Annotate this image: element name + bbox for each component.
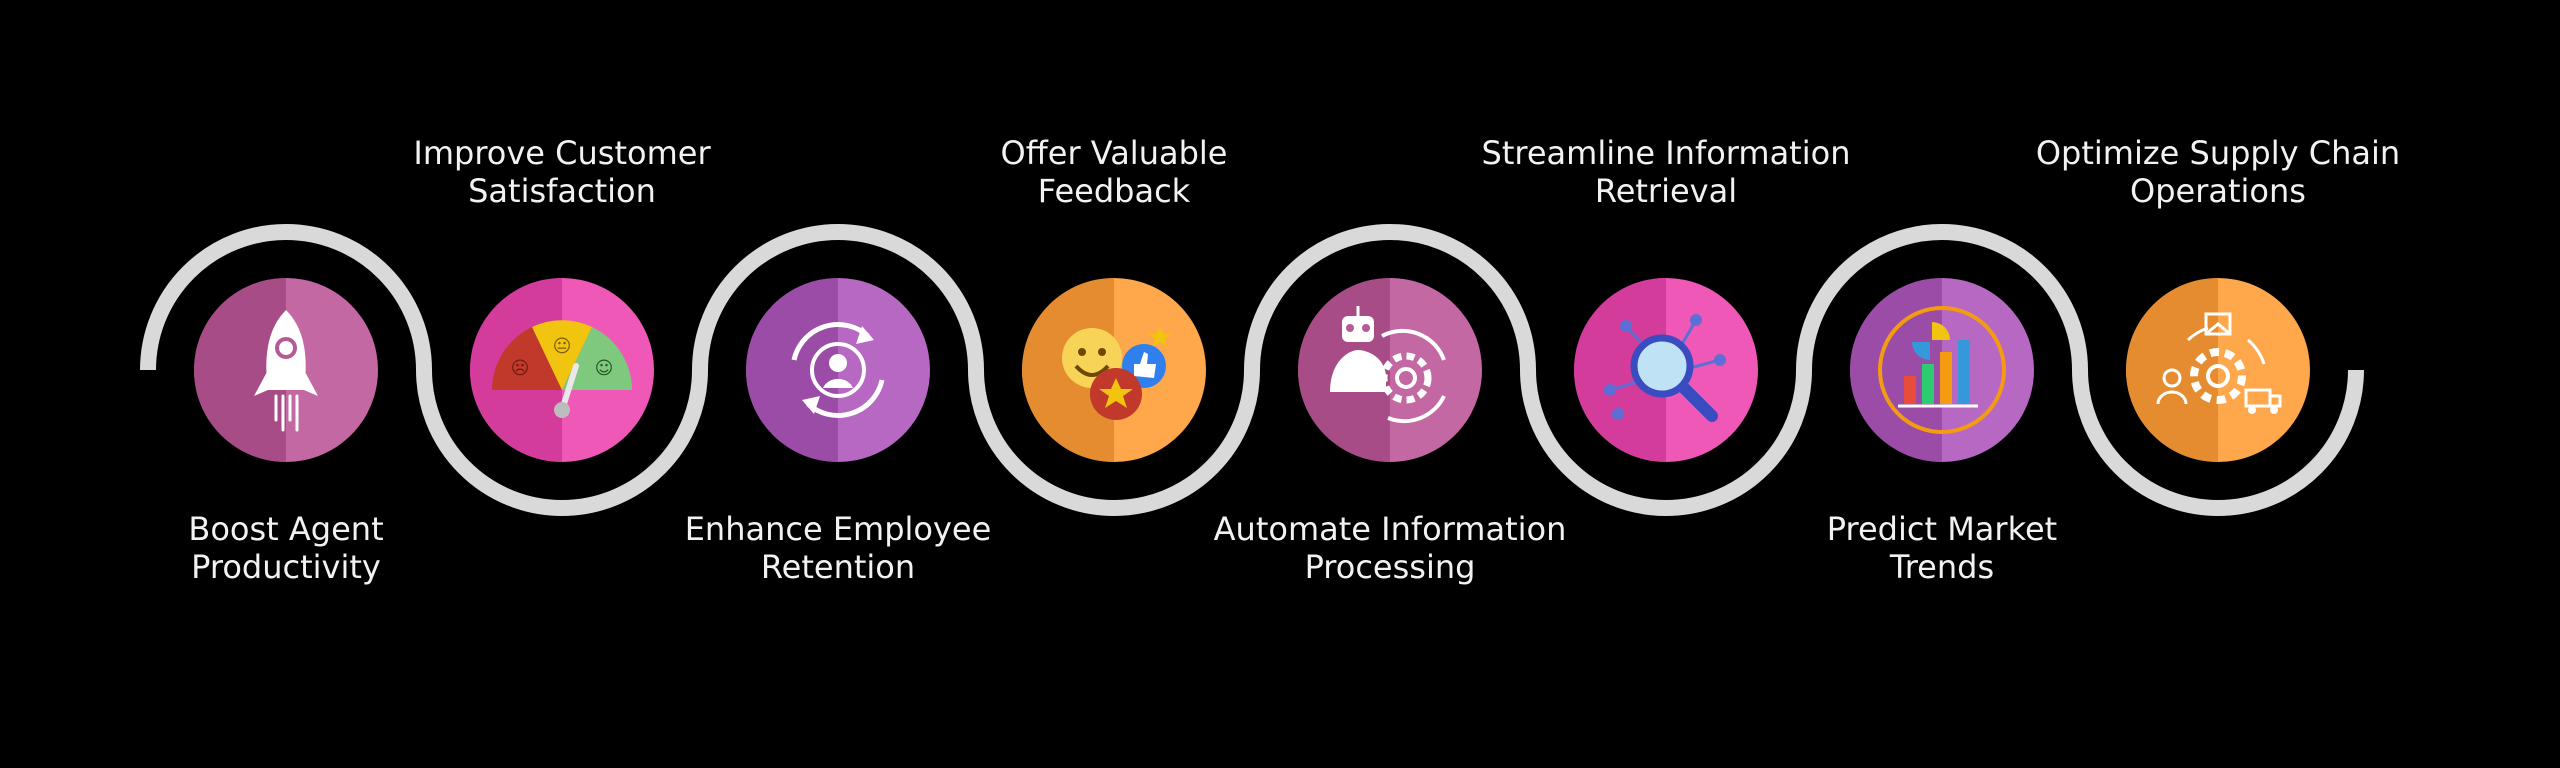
step-label-4: Offer Valuable Feedback <box>894 134 1334 210</box>
step-label-6: Streamline Information Retrieval <box>1446 134 1886 210</box>
step-circle-4 <box>1022 278 1206 462</box>
step-label-1: Boost Agent Productivity <box>66 510 506 586</box>
step-2-line1: Improve Customer <box>413 134 711 172</box>
step-8-line1: Optimize Supply Chain <box>2035 134 2401 172</box>
step-2-line2: Satisfaction <box>468 172 656 210</box>
employee-retention-icon <box>791 322 885 418</box>
svg-text:😐: 😐 <box>553 336 572 357</box>
market-trends-chart-icon <box>1878 306 2006 434</box>
step-circle-1 <box>194 278 378 462</box>
rocket-icon <box>254 310 318 432</box>
step-label-5: Automate Information Processing <box>1170 510 1610 586</box>
step-1-line1: Boost Agent <box>188 510 384 548</box>
search-network-icon <box>1604 314 1726 422</box>
step-4-line2: Feedback <box>1037 172 1191 210</box>
robot-automation-icon <box>1330 306 1446 424</box>
step-7-line2: Trends <box>1889 548 1995 586</box>
step-circle-6 <box>1574 278 1758 462</box>
step-circle-2: ☹ 😐 ☺ <box>470 278 654 462</box>
step-circle-5 <box>1298 278 1482 462</box>
step-7-line1: Predict Market <box>1826 510 2058 548</box>
step-4-line1: Offer Valuable <box>1000 134 1228 172</box>
satisfaction-gauge-icon: ☹ 😐 ☺ <box>492 320 632 418</box>
step-label-3: Enhance Employee Retention <box>618 510 1058 586</box>
step-circle-8 <box>2126 278 2310 462</box>
step-circle-3 <box>746 278 930 462</box>
wave-track <box>140 224 2364 516</box>
step-circle-7 <box>1850 278 2034 462</box>
svg-text:☹: ☹ <box>511 358 530 379</box>
step-label-8: Optimize Supply Chain Operations <box>1998 134 2438 210</box>
step-label-2: Improve Customer Satisfaction <box>342 134 782 210</box>
step-5-line2: Processing <box>1304 548 1476 586</box>
supply-chain-icon <box>2156 312 2282 414</box>
step-6-line2: Retrieval <box>1594 172 1738 210</box>
step-6-line1: Streamline Information <box>1481 134 1851 172</box>
step-label-7: Predict Market Trends <box>1722 510 2162 586</box>
step-1-line2: Productivity <box>191 548 381 586</box>
svg-text:☺: ☺ <box>595 358 614 379</box>
step-3-line2: Retention <box>760 548 916 586</box>
step-8-line2: Operations <box>2130 172 2306 210</box>
step-5-line1: Automate Information <box>1213 510 1567 548</box>
step-3-line1: Enhance Employee <box>684 510 992 548</box>
feedback-emoji-icon <box>1062 326 1171 420</box>
